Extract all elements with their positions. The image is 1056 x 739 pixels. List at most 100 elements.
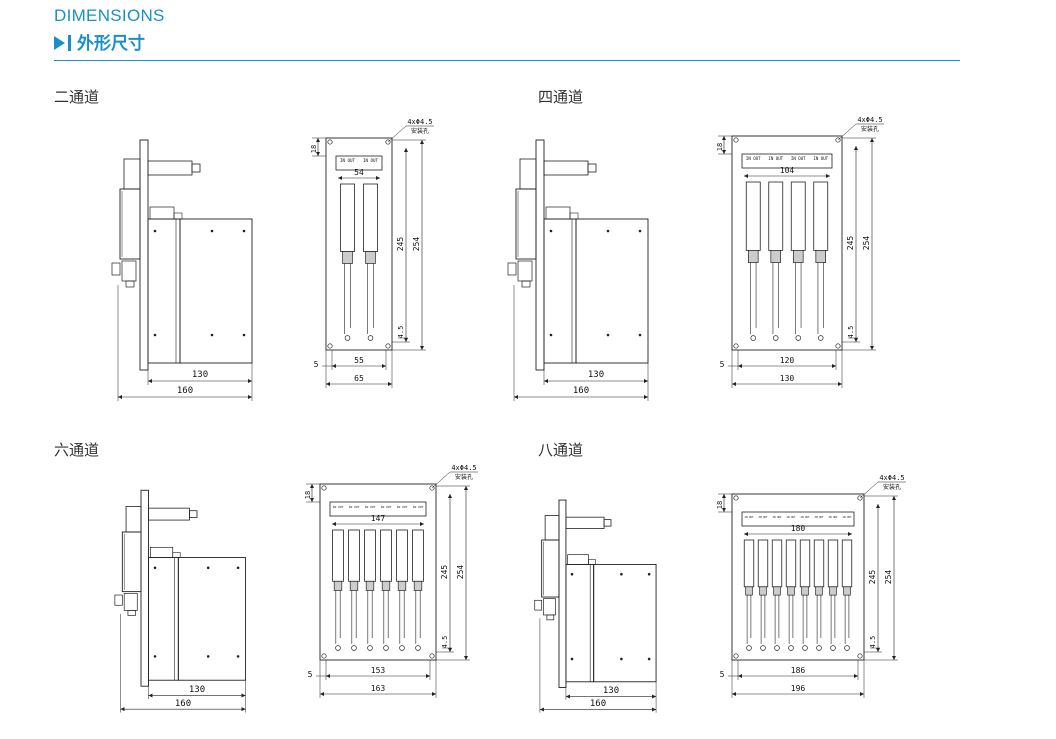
arrow-head bbox=[565, 694, 570, 699]
mounting-hole bbox=[733, 343, 739, 349]
mounting-hole bbox=[857, 495, 863, 501]
width-inner-label: 186 bbox=[791, 666, 806, 675]
arrow-head bbox=[876, 648, 880, 652]
mounting-hole bbox=[385, 343, 391, 349]
height-inner-label: 245 bbox=[846, 236, 855, 251]
arrow-head bbox=[838, 382, 842, 386]
bottom-offset-label: 4.5 bbox=[397, 326, 405, 339]
height-inner-label: 245 bbox=[868, 570, 877, 585]
top-offset-label: 18 bbox=[304, 491, 312, 499]
port-label: IN OUT bbox=[365, 505, 376, 509]
port-label: IN OUT bbox=[349, 505, 360, 509]
side-body-front bbox=[147, 218, 181, 364]
upper-block bbox=[125, 506, 142, 533]
syringe-clamp bbox=[333, 580, 343, 591]
arrow-head bbox=[732, 692, 736, 696]
arrow-head bbox=[332, 364, 336, 368]
mounting-hole bbox=[429, 485, 435, 491]
channel-knob bbox=[746, 645, 752, 651]
screw-dot bbox=[606, 229, 610, 233]
channel-span-label: 180 bbox=[791, 524, 806, 533]
header-title-en: DIMENSIONS bbox=[54, 6, 165, 25]
channel-knob bbox=[772, 335, 779, 341]
mounting-hole bbox=[835, 343, 841, 349]
side-body-main bbox=[177, 557, 246, 681]
arrow-head bbox=[722, 508, 726, 512]
port-label: IN OUT bbox=[772, 515, 782, 519]
height-inner-label: 245 bbox=[396, 237, 405, 252]
port-label: IN OUT bbox=[381, 505, 392, 509]
syringe-barrel bbox=[813, 181, 829, 251]
hole-note-1: 4xΦ4.5 bbox=[451, 464, 476, 472]
arrow-head bbox=[738, 364, 742, 368]
channel-knob bbox=[774, 645, 780, 651]
screw-dot bbox=[153, 333, 157, 337]
port-bar bbox=[329, 501, 427, 517]
port-bar bbox=[741, 511, 855, 527]
syringe-clamp bbox=[829, 586, 837, 596]
mounting-plate bbox=[140, 489, 149, 687]
arrow-head bbox=[870, 346, 874, 350]
port-label: IN OUT bbox=[791, 156, 806, 161]
port-label: IN OUT bbox=[413, 505, 424, 509]
section-label-6ch: 六通道 bbox=[54, 441, 100, 459]
arrow-head bbox=[732, 382, 736, 386]
syringe-clamp bbox=[773, 586, 781, 596]
syringe-clamp bbox=[759, 586, 767, 596]
arrow-head bbox=[652, 707, 657, 712]
arrow-head bbox=[652, 694, 657, 699]
syringe-barrel bbox=[396, 529, 408, 582]
arrow-head bbox=[120, 707, 125, 712]
screw-dot bbox=[647, 572, 651, 576]
syringe-barrel bbox=[799, 539, 811, 588]
channel-knob bbox=[760, 645, 766, 651]
channel-knob bbox=[335, 645, 341, 651]
side-width-outer: 160 bbox=[590, 699, 606, 709]
arrow-head bbox=[118, 395, 122, 399]
screw-dot bbox=[236, 566, 240, 570]
pump-body bbox=[119, 188, 141, 260]
screw-dot bbox=[242, 333, 246, 337]
upper-block bbox=[123, 158, 141, 190]
side-width-inner: 130 bbox=[588, 370, 604, 380]
arrow-head bbox=[464, 486, 468, 490]
port-label: IN OUT bbox=[758, 515, 768, 519]
port-label: IN OUT bbox=[813, 156, 828, 161]
mounting-hole bbox=[429, 653, 435, 659]
pump-body bbox=[121, 531, 142, 593]
syringe-clamp bbox=[365, 251, 376, 264]
upper-tube bbox=[565, 516, 605, 529]
upper-tube bbox=[543, 160, 589, 176]
arrow-head bbox=[248, 379, 252, 383]
side-width-outer: 160 bbox=[175, 699, 191, 709]
arrow-head bbox=[738, 674, 742, 678]
arrow-head bbox=[148, 693, 153, 698]
front-plate bbox=[731, 135, 843, 351]
screw-dot bbox=[549, 333, 553, 337]
mounting-hole bbox=[857, 653, 863, 659]
channel-knob bbox=[415, 645, 421, 651]
upper-block bbox=[544, 515, 560, 541]
arrow-head bbox=[326, 674, 330, 678]
mounting-hole bbox=[733, 495, 739, 501]
leader-line bbox=[837, 123, 857, 141]
width-inner-label: 55 bbox=[354, 356, 364, 365]
hole-note-2: 安装孔 bbox=[411, 127, 429, 135]
arrow-head bbox=[310, 484, 314, 488]
syringe-barrel bbox=[332, 529, 344, 582]
syringe-clamp bbox=[349, 580, 359, 591]
pump-body bbox=[541, 539, 560, 598]
arrow-head bbox=[448, 494, 452, 498]
hole-note-2: 安装孔 bbox=[883, 483, 901, 491]
syringe-clamp bbox=[342, 251, 353, 264]
channel-knob bbox=[788, 645, 794, 651]
side-body-front bbox=[148, 557, 179, 681]
top-offset-label: 18 bbox=[310, 145, 318, 153]
port-label: IN OUT bbox=[744, 515, 754, 519]
pump-body bbox=[515, 188, 537, 260]
mounting-plate bbox=[535, 139, 545, 371]
